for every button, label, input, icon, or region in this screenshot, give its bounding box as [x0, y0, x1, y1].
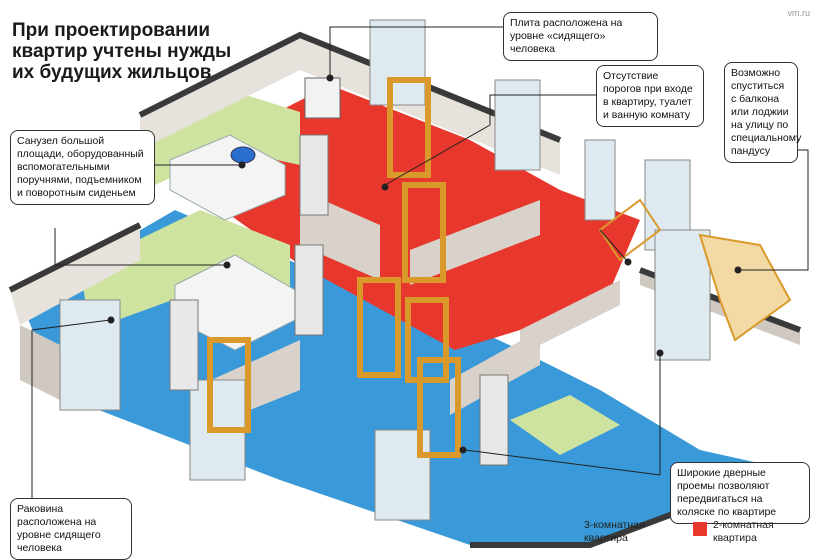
- small-bathroom-floor: [510, 395, 620, 455]
- wall-top-back: [138, 31, 562, 143]
- window-1: [369, 19, 426, 106]
- callout-bathroom: Санузел большой площади, оборудованный в…: [10, 130, 155, 205]
- stove: [304, 77, 341, 119]
- partition-d: [450, 330, 540, 415]
- stair-rail: [598, 198, 662, 262]
- window-8: [654, 229, 711, 361]
- legend-label-3-room: 3-комнатная квартира: [584, 519, 645, 544]
- door-4: [479, 374, 509, 466]
- door-frame-4: [405, 297, 449, 383]
- legend-swatch-3-room: [565, 522, 579, 536]
- window-3: [584, 139, 616, 221]
- balcony-ramp: [698, 233, 792, 342]
- door-frame-6: [417, 357, 461, 458]
- callout-leaders: [31, 26, 809, 498]
- callout-sink: Раковина расположена на уровне сидящего …: [10, 498, 132, 560]
- door-frame-3: [357, 277, 401, 378]
- door-frame-1: [387, 77, 431, 178]
- partition-e: [520, 280, 620, 355]
- callout-doors: Широкие дверные проемы позволяют передви…: [670, 462, 810, 524]
- back-wall: [140, 35, 560, 175]
- door-frame-2: [402, 182, 446, 283]
- legend-label-2-room: 2-комнатная квартира: [713, 519, 774, 544]
- callout-thresholds: Отсутствие порогов при входе в квартиру,…: [596, 65, 704, 127]
- toilet: [230, 146, 256, 164]
- wall-top-left: [8, 222, 142, 293]
- left-wall: [10, 225, 140, 325]
- upper-bathtub: [169, 134, 286, 221]
- door-frame-5: [207, 337, 251, 433]
- page-title: При проектировании квартир учтены нужды …: [12, 20, 232, 83]
- callout-stove: Плита расположена на уровне «сидящего» ч…: [503, 12, 658, 61]
- door-3: [169, 299, 199, 391]
- door-2: [294, 244, 324, 336]
- front-wall: [20, 325, 60, 400]
- callout-balcony: Возможно спуститься с балкона или лоджии…: [724, 62, 801, 163]
- legend-swatch-2-room: [693, 522, 707, 536]
- window-2: [494, 79, 541, 171]
- door-1: [299, 134, 329, 216]
- watermark: vm.ru: [787, 8, 811, 18]
